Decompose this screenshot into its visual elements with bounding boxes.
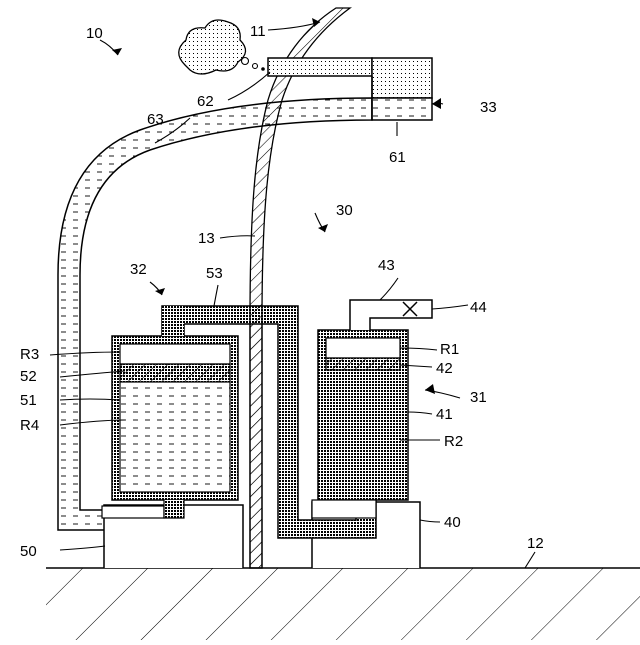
label-33: 33 xyxy=(480,99,497,116)
ground xyxy=(46,568,640,640)
label-30: 30 xyxy=(336,202,353,219)
label-R2: R2 xyxy=(444,433,463,450)
tank-32 xyxy=(102,306,238,518)
label-50: 50 xyxy=(20,543,37,560)
label-R1: R1 xyxy=(440,341,459,358)
label-51: 51 xyxy=(20,392,37,409)
label-41: 41 xyxy=(436,406,453,423)
label-61: 61 xyxy=(389,149,406,166)
tank-31 xyxy=(312,330,408,518)
label-52: 52 xyxy=(20,368,37,385)
label-13: 13 xyxy=(198,230,215,247)
label-12: 12 xyxy=(527,535,544,552)
label-R4: R4 xyxy=(20,417,39,434)
label-63: 63 xyxy=(147,111,164,128)
label-42: 42 xyxy=(436,360,453,377)
wall-11-lower xyxy=(250,306,262,568)
label-40: 40 xyxy=(444,514,461,531)
label-11: 11 xyxy=(250,23,266,40)
label-62: 62 xyxy=(197,93,214,110)
label-R3: R3 xyxy=(20,346,39,363)
pipe-43 xyxy=(350,300,432,330)
label-43: 43 xyxy=(378,257,395,274)
label-53: 53 xyxy=(206,265,223,282)
label-31: 31 xyxy=(470,389,487,406)
label-44: 44 xyxy=(470,299,487,316)
label-10: 10 xyxy=(86,25,103,42)
label-32: 32 xyxy=(130,261,147,278)
